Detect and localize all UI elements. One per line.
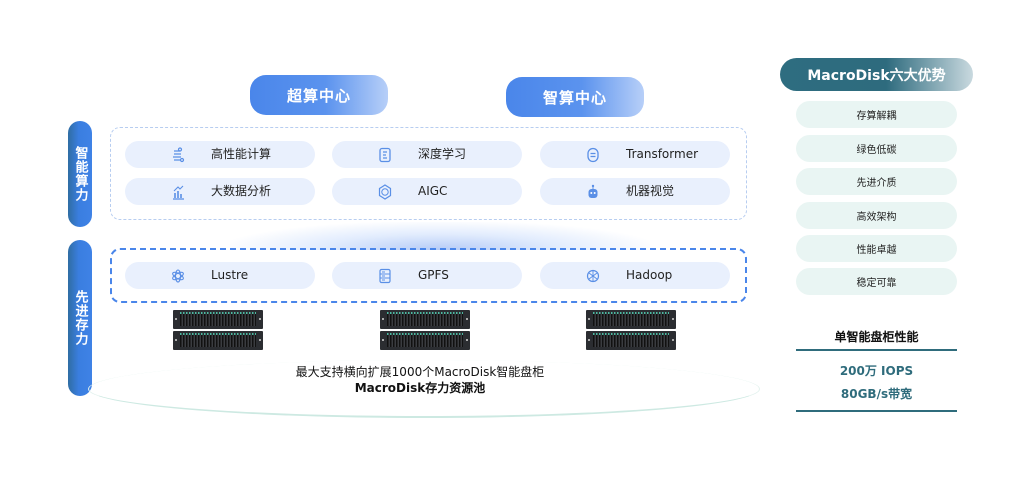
compute-item-label: AIGC xyxy=(418,184,448,198)
advantage-item: 高效架构 xyxy=(796,202,957,229)
intelligent-computing-center-header: 智算中心 xyxy=(506,77,644,117)
storage-cabinet-3 xyxy=(586,310,676,350)
performance-top-divider xyxy=(796,349,957,351)
storage-frame xyxy=(110,248,747,303)
advantage-item: 性能卓越 xyxy=(796,235,957,262)
pool-title: MacroDisk存力资源池 xyxy=(354,381,486,395)
storage-item-label: Hadoop xyxy=(626,268,673,282)
atom-icon xyxy=(172,269,184,283)
storage-item-gpfs: GPFS xyxy=(332,262,522,289)
ai-hexagon-icon xyxy=(378,184,392,200)
performance-bottom-divider xyxy=(796,410,957,412)
supercomputing-center-label: 超算中心 xyxy=(286,86,351,105)
storage-cabinet-1 xyxy=(173,310,263,350)
intelligent-computing-center-label: 智算中心 xyxy=(542,88,607,107)
compute-power-side-label: 智能算力 xyxy=(68,121,92,227)
advantage-item: 绿色低碳 xyxy=(796,135,957,162)
compute-item-label: 大数据分析 xyxy=(211,184,272,198)
advantage-item: 存算解耦 xyxy=(796,101,957,128)
globe-network-icon xyxy=(586,269,600,283)
performance-bandwidth: 80GB/s带宽 xyxy=(840,387,913,401)
performance-title: 单智能盘柜性能 xyxy=(834,330,919,344)
bar-chart-trend-icon xyxy=(173,185,184,200)
storage-item-hadoop: Hadoop xyxy=(540,262,730,289)
compute-item-deep-learning: 深度学习 xyxy=(332,141,522,168)
network-nodes-icon xyxy=(173,147,185,163)
transformer-capsule-icon xyxy=(587,147,599,163)
compute-item-label: 机器视觉 xyxy=(626,184,675,198)
document-brain-icon xyxy=(379,147,391,163)
compute-item-hpc: 高性能计算 xyxy=(125,141,315,168)
storage-item-label: GPFS xyxy=(418,268,449,282)
advantages-title-label: MacroDisk六大优势 xyxy=(807,67,946,84)
advantage-item: 稳定可靠 xyxy=(796,268,957,295)
storage-item-lustre: Lustre xyxy=(125,262,315,289)
pool-caption: 最大支持横向扩展1000个MacroDisk智能盘柜 xyxy=(295,365,545,379)
compute-item-transformer: Transformer xyxy=(540,141,730,168)
compute-item-label: 深度学习 xyxy=(418,147,467,161)
compute-item-label: Transformer xyxy=(626,147,699,161)
compute-item-label: 高性能计算 xyxy=(211,147,272,161)
robot-icon xyxy=(588,184,598,198)
resource-pool-ellipse xyxy=(88,360,760,418)
compute-item-aigc: AIGC xyxy=(332,178,522,205)
compute-frame xyxy=(110,127,747,220)
advantages-title: MacroDisk六大优势 xyxy=(780,58,973,91)
compute-item-machine-vision: 机器视觉 xyxy=(540,178,730,205)
storage-power-side-label: 先进存力 xyxy=(68,240,92,396)
advantage-item: 先进介质 xyxy=(796,168,957,195)
performance-iops: 200万 IOPS xyxy=(839,364,914,378)
server-stack-icon xyxy=(379,268,391,284)
supercomputing-center-header: 超算中心 xyxy=(250,75,388,115)
compute-item-big-data: 大数据分析 xyxy=(125,178,315,205)
connection-glow xyxy=(230,222,650,250)
storage-item-label: Lustre xyxy=(211,268,249,282)
storage-cabinet-2 xyxy=(380,310,470,350)
